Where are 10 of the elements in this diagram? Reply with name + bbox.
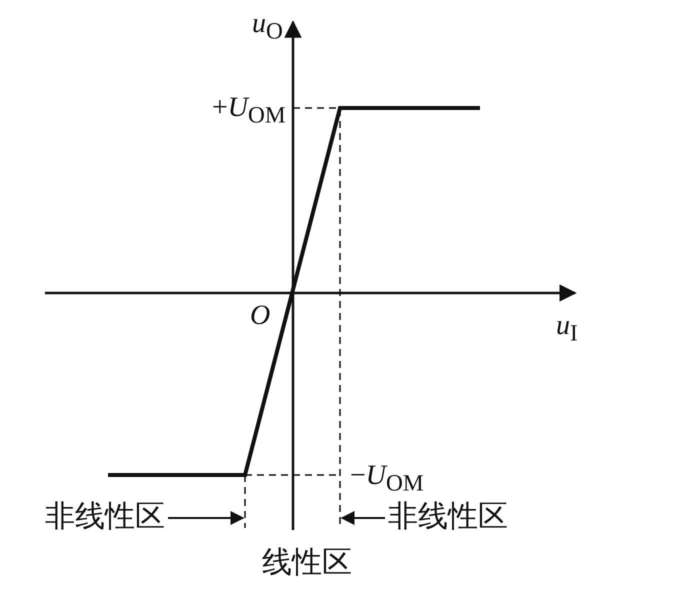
region-label: 线性区 xyxy=(262,548,352,578)
region-label: 非线性区 xyxy=(45,502,165,532)
arrow xyxy=(168,511,244,525)
origin-label: O xyxy=(250,302,270,330)
axis-label: u$_{I}$ xyxy=(556,312,578,346)
axis-value-label: −U$_{OM}$ xyxy=(350,462,424,496)
region-label: 非线性区 xyxy=(388,502,508,532)
arrow xyxy=(340,511,385,525)
axis-value-label: +U$_{OM}$ xyxy=(212,94,286,128)
axis-label: u$_{O}$ xyxy=(252,10,283,44)
